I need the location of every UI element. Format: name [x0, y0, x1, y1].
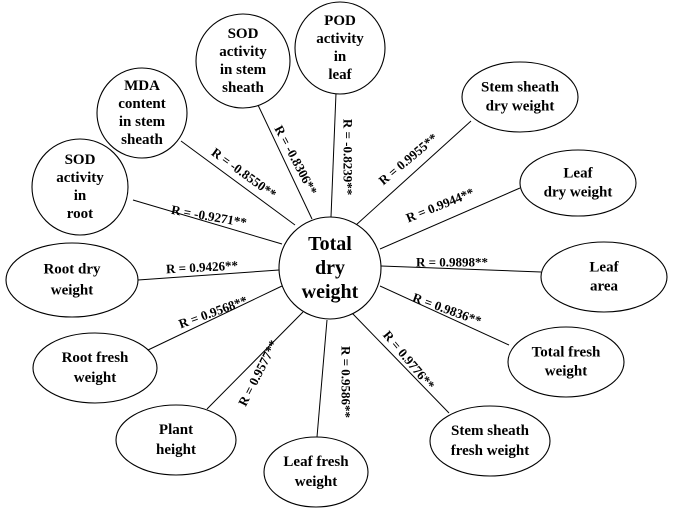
node-shape: [96, 67, 188, 159]
node-stem-sheath-dry: Stem sheath dry weight: [461, 61, 579, 133]
node-label-line: weight: [545, 364, 588, 380]
node-shape: [5, 242, 139, 318]
edge-sod-root: [132, 199, 283, 245]
node-label-line: Root fresh: [62, 350, 129, 366]
node-label-line: in stem: [119, 114, 166, 130]
node-shape: [263, 436, 369, 508]
node-leaf-dry: Leaf dry weight: [519, 149, 637, 217]
edge-pod-leaf: [330, 92, 337, 218]
node-plant-height: Plant height: [115, 404, 237, 476]
center-label-line: dry: [315, 257, 345, 279]
correlation-label-plant-height: R = 0.9577**: [235, 337, 281, 408]
node-label-line: in stem: [220, 62, 267, 78]
node-label-line: dry weight: [544, 185, 613, 201]
edge-root-fresh: [147, 285, 283, 351]
node-label-line: weight: [295, 474, 338, 490]
correlation-label-mda-stem-sheath: R = -0.8550**: [209, 144, 280, 201]
edge-leaf-dry: [379, 187, 521, 250]
node-label-line: height: [156, 442, 196, 458]
edge-plant-height: [206, 311, 304, 410]
node-shape: [429, 405, 551, 477]
node-shape: [507, 326, 625, 398]
node-label-line: MDA: [124, 78, 160, 94]
node-label-line: Plant: [159, 422, 193, 438]
correlation-label-stem-sheath-dry: R = 0.9955**: [376, 130, 441, 188]
edge-mda-stem-sheath: [180, 140, 296, 226]
node-shape: [540, 241, 668, 313]
correlation-label-total-fresh: R = 0.9836**: [411, 290, 484, 329]
node-label-line: content: [118, 96, 166, 112]
node-label-line: fresh weight: [451, 443, 529, 459]
node-root-dry: Root dry weight: [5, 242, 139, 318]
node-label-line: area: [590, 279, 619, 295]
edge-root-dry: [137, 269, 280, 281]
node-stem-sheath-fresh: Stem sheath fresh weight: [429, 405, 551, 477]
node-label-line: POD: [324, 13, 356, 29]
edge-total-fresh: [379, 285, 510, 346]
node-label-line: SOD: [228, 26, 259, 42]
node-label-line: Leaf: [589, 260, 619, 276]
correlation-label-stem-sheath-fresh: R = 0.9776**: [380, 328, 438, 393]
node-label-line: Total fresh: [532, 345, 601, 361]
node-pod-leaf: POD activity in leaf: [294, 1, 386, 95]
node-label-line: Stem sheath: [451, 423, 530, 439]
node-label-line: Root dry: [43, 262, 101, 278]
edge-leaf-area: [380, 265, 542, 273]
edge-leaf-fresh: [316, 319, 328, 438]
edge-stem-sheath-fresh: [351, 312, 450, 414]
node-sod-stem-sheath: SOD activity in stem sheath: [195, 13, 291, 109]
node-shape: [115, 404, 237, 476]
node-shape: [32, 332, 158, 404]
node-sod-root: SOD activity in root: [31, 138, 129, 236]
correlation-label-leaf-dry: R = 0.9944**: [404, 185, 476, 226]
node-label-line: sheath: [222, 80, 264, 96]
correlation-label-pod-leaf: R = -0.8239**: [341, 119, 356, 195]
node-label-line: root: [67, 206, 93, 222]
edge-stem-sheath-dry: [355, 120, 472, 226]
node-layer: SOD activity in root MDA content in stem sheath…: [5, 1, 668, 508]
node-label-line: SOD: [65, 152, 96, 168]
correlation-label-root-fresh: R = 0.9568**: [177, 293, 250, 332]
node-label-line: activity: [56, 170, 104, 186]
node-leaf-area: Leaf area: [540, 241, 668, 313]
node-label-line: sheath: [121, 132, 163, 148]
node-label-line: activity: [316, 31, 364, 47]
node-label-line: weight: [51, 283, 94, 299]
node-shape: [519, 149, 637, 217]
node-leaf-fresh: Leaf fresh weight: [263, 436, 369, 508]
correlation-label-leaf-fresh: R = 0.9586**: [339, 346, 354, 418]
node-shape: [31, 138, 129, 236]
center-label-line: weight: [302, 281, 359, 303]
correlation-label-sod-root: R = -0.9271**: [170, 202, 248, 230]
node-label-line: in: [334, 49, 347, 65]
node-label-line: Leaf: [563, 166, 593, 182]
correlation-label-root-dry: R = 0.9426**: [166, 258, 239, 277]
node-label-line: Stem sheath: [481, 80, 560, 96]
node-label-line: activity: [219, 44, 267, 60]
node-label-line: dry weight: [486, 99, 555, 115]
node-shape: [461, 61, 579, 133]
node-label-line: weight: [74, 370, 117, 386]
node-shape: [294, 1, 386, 95]
node-label-line: leaf: [328, 67, 352, 83]
node-root-fresh: Root fresh weight: [32, 332, 158, 404]
center-label-line: Total: [308, 233, 352, 255]
node-label-line: Leaf fresh: [283, 454, 349, 470]
node-shape: [195, 13, 291, 109]
correlation-label-leaf-area: R = 0.9898**: [416, 255, 488, 270]
node-mda-stem-sheath: MDA content in stem sheath: [96, 67, 188, 159]
node-total-fresh: Total fresh weight: [507, 326, 625, 398]
center-shape: [278, 216, 382, 320]
edge-sod-stem-sheath: [257, 104, 313, 220]
node-label-line: in: [74, 188, 87, 204]
